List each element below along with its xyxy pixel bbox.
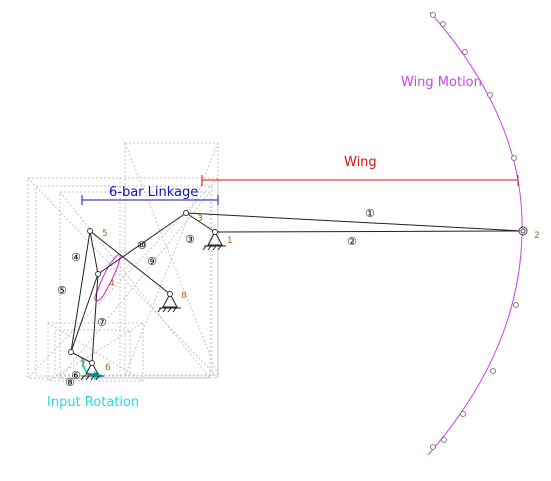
link-3 (185, 212, 216, 233)
input-rotation-label: Input Rotation (47, 395, 139, 410)
link-7 (70, 273, 99, 353)
joint-label-3: 3 (197, 214, 203, 224)
link-9 (89, 230, 171, 295)
joints (68, 210, 528, 366)
link-10 (97, 212, 187, 275)
joint-label-1: 1 (227, 236, 233, 246)
linkage-dimension (81, 195, 219, 205)
link-label-7: ⑦ (97, 316, 107, 329)
link-2 (214, 230, 524, 233)
link-label-8: ⑧ (65, 376, 75, 389)
joint-label-4: 4 (109, 279, 115, 289)
bounding-boxes (27, 142, 219, 382)
joint-label-2: 2 (534, 231, 540, 241)
joint-1 (212, 229, 218, 235)
joint-label-7: 7 (80, 360, 86, 370)
joint-4 (95, 271, 101, 277)
link-label-9: ⑨ (147, 255, 157, 268)
ground-symbols (80, 230, 226, 381)
wing-label: Wing (344, 155, 377, 170)
link-6 (70, 351, 93, 364)
joint-label-5: 5 (102, 229, 108, 239)
link-label-2: ② (347, 235, 357, 248)
joint-label-6: 6 (105, 363, 111, 373)
link-label-1: ① (365, 207, 375, 220)
wing-motion-points (430, 12, 519, 450)
wing-motion-label: Wing Motion (401, 75, 482, 90)
wing-dimension (201, 175, 519, 186)
coupler-curve (94, 253, 121, 302)
linkage-label: 6-bar Linkage (109, 185, 198, 200)
joint-3 (183, 210, 189, 216)
joint-7 (68, 349, 74, 355)
link-8 (91, 273, 99, 364)
link-label-10: ⑩ (137, 239, 147, 252)
joint-8 (167, 291, 173, 297)
link-label-4: ④ (71, 251, 81, 264)
joint-label-8: 8 (181, 291, 187, 301)
link-label-5: ⑤ (57, 284, 67, 297)
link-label-3: ③ (185, 233, 195, 246)
link-4 (89, 230, 99, 275)
link-1 (185, 212, 524, 232)
joint-6 (89, 360, 95, 366)
link-5 (70, 230, 91, 353)
links (70, 212, 524, 364)
joint-5 (87, 228, 93, 234)
link-label-6: ⑥ (71, 369, 81, 382)
